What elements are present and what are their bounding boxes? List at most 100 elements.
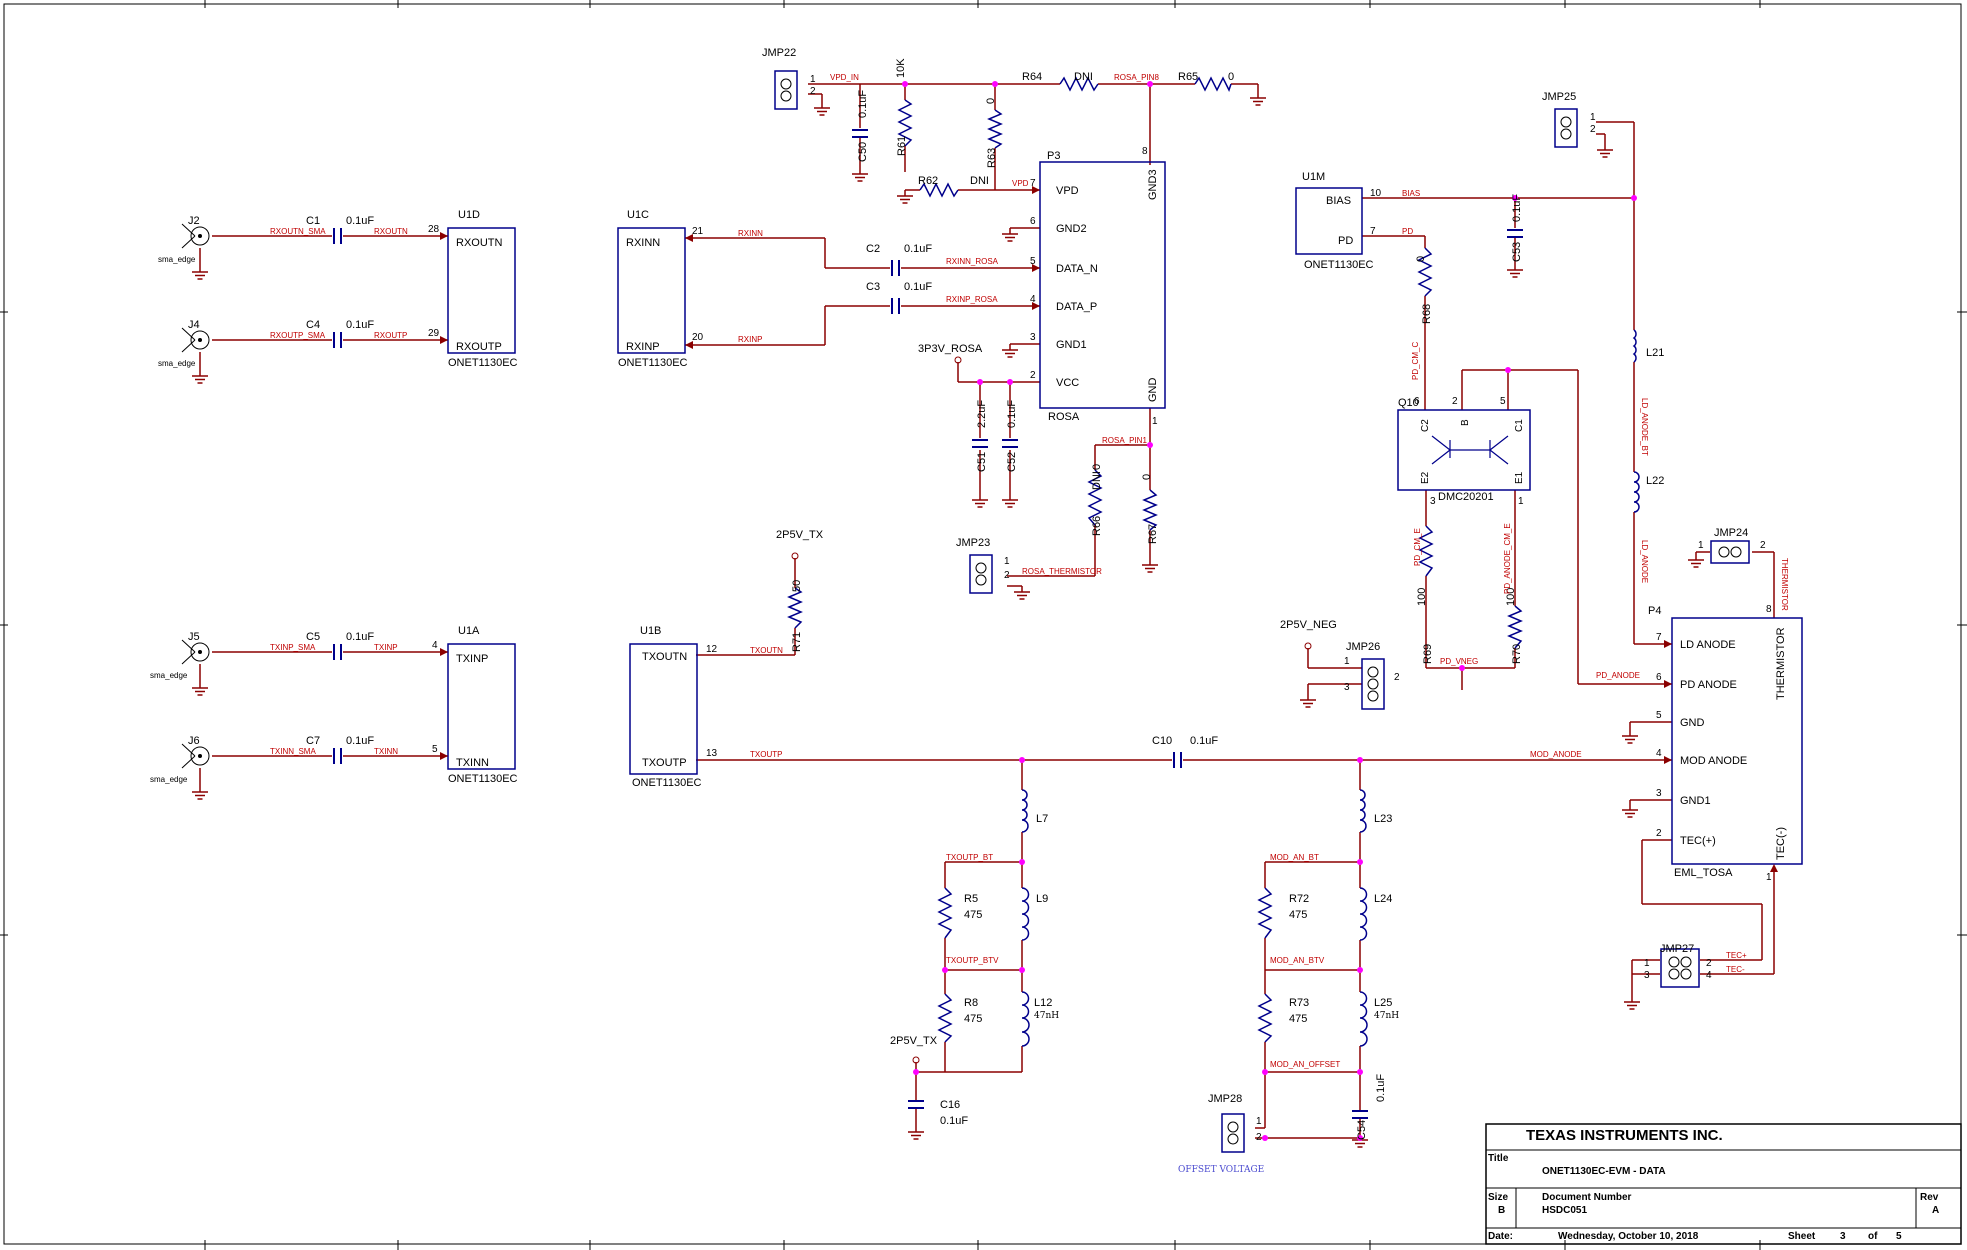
ref-u1d: U1D	[458, 209, 480, 221]
sma-j6: sma_edge	[150, 775, 188, 784]
sma-j4: sma_edge	[158, 359, 196, 368]
pinno-p4-5: 5	[1656, 710, 1662, 721]
net-txinn: TXINN	[374, 747, 398, 756]
pin-txinn: TXINN	[456, 757, 489, 769]
value-c53: 0.1uF	[1511, 194, 1523, 222]
pin-txinp: TXINP	[456, 653, 488, 665]
part-u1c: ONET1130EC	[618, 357, 688, 369]
ref-j5: J5	[188, 631, 200, 643]
pin-numbers: 28 29 21 20 4 5 12 13 10 7 7 6 5 4 3 2 8…	[428, 74, 1772, 1143]
value-c54: 0.1uF	[1375, 1074, 1387, 1102]
power-2p5v-neg: 2P5V_NEG	[1280, 619, 1337, 631]
ref-jmp25: JMP25	[1542, 91, 1576, 103]
value-r70: 100	[1505, 588, 1517, 606]
net-pd: PD	[1402, 227, 1413, 236]
ref-c1: C1	[306, 215, 320, 227]
ref-c5: C5	[306, 631, 320, 643]
pin-bias: BIAS	[1326, 195, 1351, 207]
ref-l25: L25	[1374, 997, 1392, 1009]
ref-c53: C53	[1511, 242, 1523, 262]
value-c51: 2.2uF	[976, 400, 988, 428]
pin-vpd: VPD	[1056, 185, 1079, 197]
ref-jmp23: JMP23	[956, 537, 990, 549]
pin-data-p: DATA_P	[1056, 301, 1097, 313]
pin-data-n: DATA_N	[1056, 263, 1098, 275]
company-name: TEXAS INSTRUMENTS INC.	[1526, 1127, 1723, 1144]
pinno-jmp22-1: 1	[810, 74, 816, 85]
date-label: Date:	[1488, 1231, 1513, 1242]
pin-txoutn: TXOUTN	[642, 651, 687, 663]
pinno-jmp23-2: 2	[1004, 570, 1010, 581]
ref-r5: R5	[964, 893, 978, 905]
ref-jmp27: JMP27	[1660, 943, 1694, 955]
pinno-29: 29	[428, 328, 440, 339]
pinno-u1a-5: 5	[432, 744, 438, 755]
pinno-p3-4: 4	[1030, 294, 1036, 305]
ref-c10: C10	[1152, 735, 1172, 747]
value-l25: 47nH	[1374, 1011, 1399, 1021]
value-r69: 100	[1416, 588, 1428, 606]
ic-labels: ONET1130EC ONET1130EC ONET1130EC ONET113…	[448, 169, 1787, 879]
pin-rxoutn: RXOUTN	[456, 237, 503, 249]
pin-q-c2: C2	[1420, 419, 1431, 432]
sheet-total: 5	[1896, 1231, 1902, 1242]
net-tec-n: TEC-	[1726, 965, 1745, 974]
value-c5: 0.1uF	[346, 631, 374, 643]
part-u1b: ONET1130EC	[632, 777, 702, 789]
sheet-of-label: of	[1868, 1231, 1878, 1242]
pin-gnd3: GND3	[1147, 169, 1159, 200]
net-pd-cm-c: PD_CM_C	[1411, 342, 1420, 380]
pinno-12: 12	[706, 644, 718, 655]
pin-p4-gnd: GND	[1680, 717, 1705, 729]
ref-r69: R69	[1422, 644, 1434, 664]
net-txoutp-bt: TXOUTP_BT	[946, 853, 993, 862]
pinno-q-2: 2	[1452, 396, 1458, 407]
ref-r64: R64	[1022, 71, 1042, 83]
net-bias: BIAS	[1402, 189, 1420, 198]
pinno-p4-2: 2	[1656, 828, 1662, 839]
pinno-q-6: 6	[1414, 396, 1420, 407]
pin-gnd1: GND1	[1056, 339, 1087, 351]
ref-l9: L9	[1036, 893, 1048, 905]
pinno-jmp25-1: 1	[1590, 112, 1596, 123]
net-txinp: TXINP	[374, 643, 398, 652]
ref-r61: R61	[896, 136, 908, 156]
value-r64: DNI	[1074, 71, 1093, 83]
net-pd-anode: PD_ANODE	[1596, 671, 1640, 680]
ref-l24: L24	[1374, 893, 1392, 905]
value-c52: 0.1uF	[1006, 400, 1018, 428]
component-values: 0.1uF 0.1uF 0.1uF 0.1uF 0.1uF 0.1uF 0.1u…	[150, 58, 1523, 1127]
size-value: B	[1498, 1205, 1505, 1216]
power-2p5v-tx-bottom: 2P5V_TX	[890, 1035, 938, 1047]
value-r67: 0	[1141, 474, 1153, 480]
value-r66-dni: DNI	[1091, 471, 1103, 490]
pinno-p4-7: 7	[1656, 632, 1662, 643]
value-r8: 475	[964, 1013, 982, 1025]
pin-rxoutp: RXOUTP	[456, 341, 502, 353]
ref-l23: L23	[1374, 813, 1392, 825]
capacitors	[333, 129, 1523, 1119]
title-label: Title	[1488, 1153, 1509, 1164]
net-labels: RXOUTN_SMA RXOUTN RXOUTP_SMA RXOUTP RXIN…	[270, 73, 1789, 1069]
pin-q-b: B	[1460, 419, 1471, 426]
sma-j5: sma_edge	[150, 671, 188, 680]
power-ports	[791, 356, 1312, 1064]
pinno-p3-2: 2	[1030, 370, 1036, 381]
ref-c3: C3	[866, 281, 880, 293]
jumpers	[774, 70, 1750, 1153]
ref-r63: R63	[986, 148, 998, 168]
ref-jmp26: JMP26	[1346, 641, 1380, 653]
pinno-jmp24-2: 2	[1760, 540, 1766, 551]
net-mod-an-offset: MOD_AN_OFFSET	[1270, 1060, 1340, 1069]
power-3p3v-rosa: 3P3V_ROSA	[918, 343, 983, 355]
pinno-jmp26-3: 3	[1344, 682, 1350, 693]
value-c4: 0.1uF	[346, 319, 374, 331]
value-c1: 0.1uF	[346, 215, 374, 227]
value-r61: 10K	[895, 58, 907, 78]
pin-pd-anode: PD ANODE	[1680, 679, 1737, 691]
ref-l12: L12	[1034, 997, 1052, 1009]
pinno-p3-6: 6	[1030, 216, 1036, 227]
resistors	[787, 76, 1523, 1043]
pinno-p4-1: 1	[1766, 872, 1772, 883]
